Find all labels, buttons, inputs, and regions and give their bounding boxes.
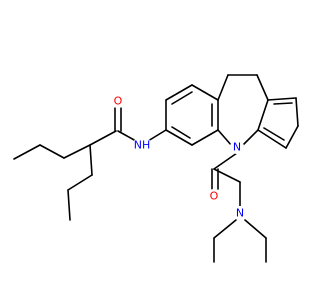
bond [89, 144, 93, 176]
amide-oxygen-atom: O [111, 94, 125, 108]
bond [217, 74, 229, 101]
bond [285, 125, 299, 149]
ring-nitrogen-label: N [233, 141, 241, 154]
bond [171, 126, 191, 139]
bond [267, 97, 297, 101]
bond [117, 130, 137, 142]
bond [89, 130, 117, 146]
bond [191, 129, 219, 146]
bond [213, 152, 238, 170]
bond [63, 144, 91, 159]
bond [191, 84, 219, 101]
bond [147, 129, 167, 142]
bond [67, 174, 93, 191]
bond [67, 189, 71, 221]
bond [241, 129, 259, 147]
bond [13, 144, 41, 160]
bond [273, 102, 293, 105]
bond [257, 129, 287, 149]
bond [256, 74, 269, 101]
bond [257, 99, 269, 131]
bond [213, 219, 237, 239]
acyl-oxygen-atom: O [207, 189, 221, 203]
bond [263, 127, 285, 141]
amide-nh-label: NH [134, 139, 151, 152]
amide-oxygen-label: O [114, 95, 123, 108]
bond [171, 91, 193, 105]
bond [295, 97, 299, 127]
bonds [13, 74, 299, 263]
bond [217, 129, 233, 147]
bond [244, 219, 267, 239]
acyl-oxygen-label: O [210, 190, 219, 203]
bond [213, 168, 241, 183]
amine-nitrogen-atom: N [233, 206, 247, 220]
molecule-canvas: O NH N O N [13, 74, 299, 263]
amine-nitrogen-label: N [236, 207, 244, 220]
ring-nitrogen-atom: N [230, 140, 244, 154]
bond [165, 84, 193, 101]
structure-diagram: O NH N O N [13, 74, 299, 263]
atom-labels: O NH N O N [111, 94, 247, 220]
amide-nh-atom: NH [133, 136, 151, 154]
bond [165, 129, 193, 146]
bond [39, 144, 65, 159]
